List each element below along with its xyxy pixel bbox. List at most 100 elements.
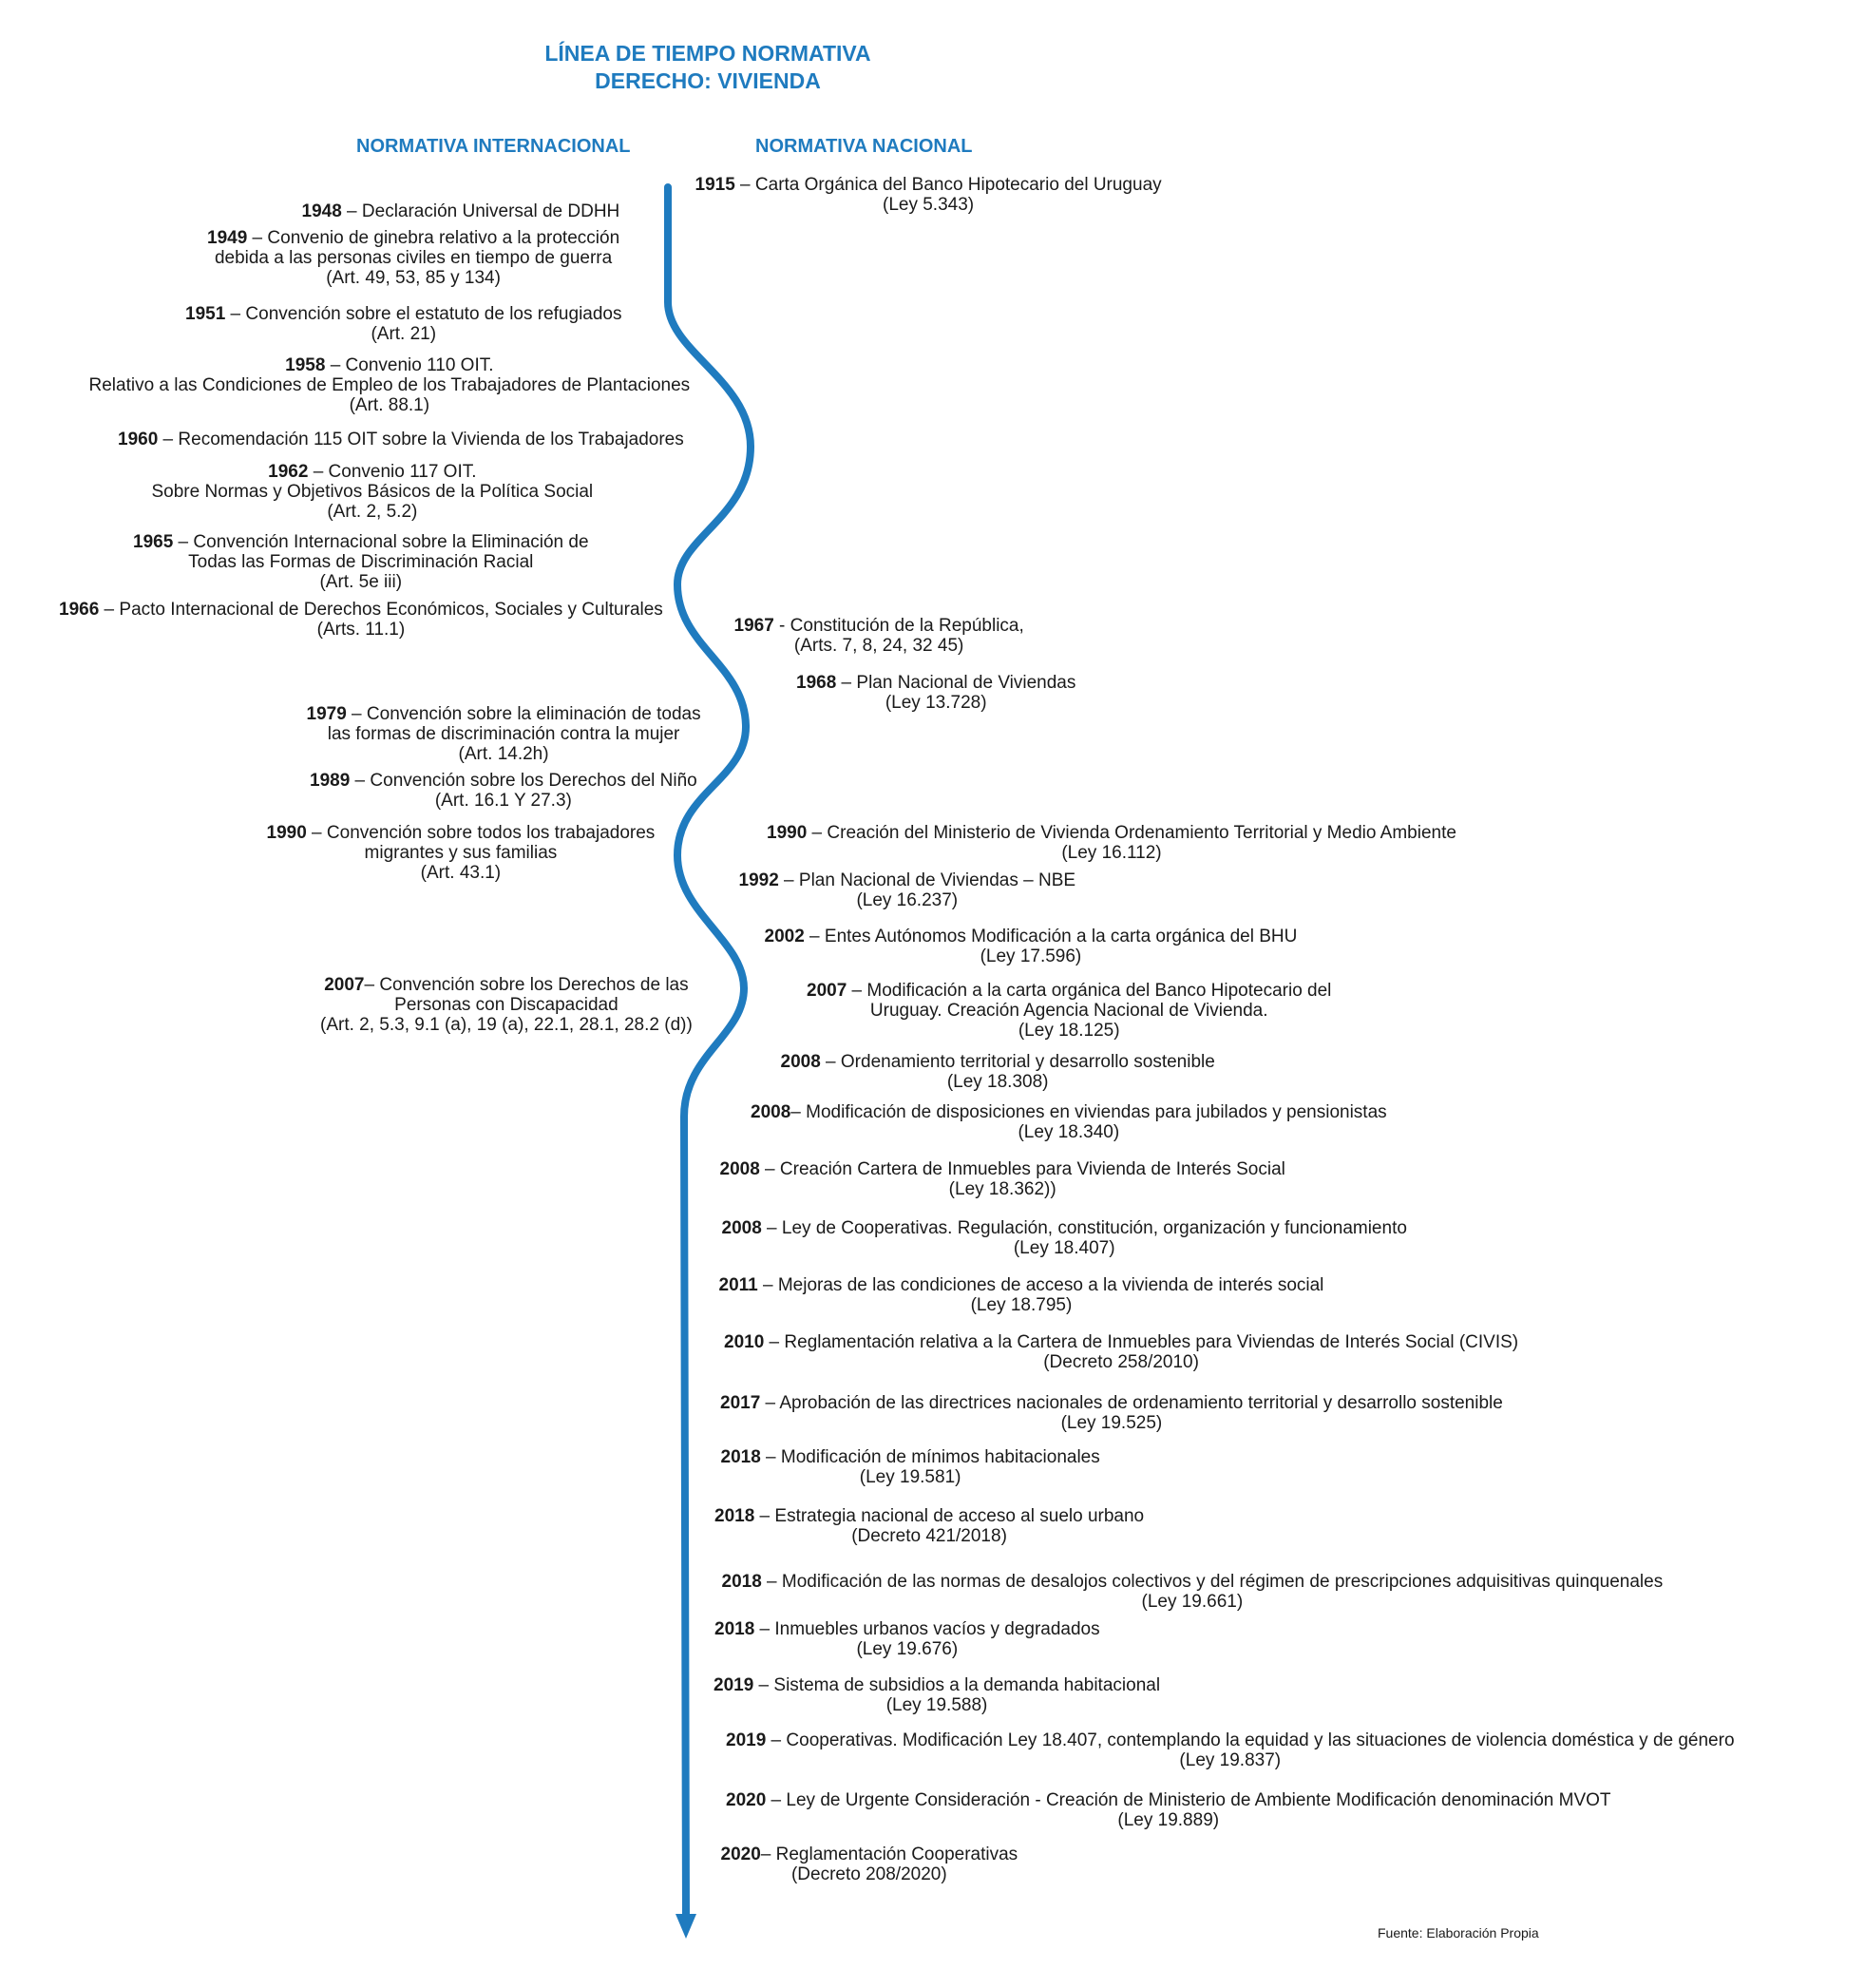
entry-heading: 1992 – Plan Nacional de Viviendas – NBE <box>739 870 1076 890</box>
entry-text: – Plan Nacional de Viviendas <box>836 673 1076 693</box>
entry-detail-line: (Art. 43.1) <box>420 863 502 883</box>
entry-year: 1990 <box>767 823 808 843</box>
entry-heading: 1990 – Convención sobre todos los trabaj… <box>267 823 656 843</box>
entry-text: – Declaración Universal de DDHH <box>341 201 620 221</box>
entry-heading: 1965 – Convención Internacional sobre la… <box>133 532 589 552</box>
entry-year: 2008 <box>751 1102 791 1122</box>
entry-heading: 2008 – Creación Cartera de Inmuebles par… <box>720 1159 1285 1179</box>
entry-text: – Plan Nacional de Viviendas – NBE <box>778 870 1076 890</box>
entry-year: 2008 <box>780 1052 821 1072</box>
entry-detail-line: (Ley 19.588) <box>885 1695 988 1715</box>
entry-year: 2020 <box>726 1790 767 1810</box>
entry-detail-line: Relativo a las Condiciones de Empleo de … <box>88 375 691 395</box>
column-heading-international: NORMATIVA INTERNACIONAL <box>356 136 631 157</box>
entry-heading: 2019 – Sistema de subsidios a la demanda… <box>714 1675 1160 1695</box>
entry-detail-line: (Ley 18.795) <box>970 1295 1073 1315</box>
international-entry-1949: 1949 – Convenio de ginebra relativo a la… <box>207 228 619 288</box>
entry-heading: 1989 – Convención sobre los Derechos del… <box>310 771 697 791</box>
entry-detail-line: (Ley 18.308) <box>946 1072 1049 1092</box>
entry-detail-line: (Art. 14.2h) <box>458 744 549 764</box>
entry-heading: 1949 – Convenio de ginebra relativo a la… <box>207 228 619 248</box>
entry-text: – Recomendación 115 OIT sobre la Viviend… <box>158 430 684 449</box>
entry-detail-line: (Ley 16.112) <box>1061 843 1162 863</box>
entry-detail-line: (Ley 5.343) <box>883 195 975 215</box>
entry-year: 1965 <box>133 532 174 552</box>
entry-year: 1966 <box>59 600 100 620</box>
entry-heading: 2018 – Modificación de mínimos habitacio… <box>721 1447 1100 1467</box>
title-line-2: DERECHO: VIVIENDA <box>595 68 821 93</box>
entry-detail-line: (Decreto 421/2018) <box>851 1526 1007 1546</box>
entry-text: – Convenio 117 OIT. <box>308 462 477 482</box>
entry-detail-line: (Ley 18.362)) <box>948 1179 1056 1199</box>
entry-detail-line: (Art. 88.1) <box>349 395 430 415</box>
entry-text: – Modificación de mínimos habitacionales <box>760 1447 1100 1467</box>
entry-heading: 2020 – Ley de Urgente Consideración - Cr… <box>726 1790 1611 1810</box>
entry-heading: 2018 – Modificación de las normas de des… <box>722 1572 1664 1592</box>
entry-heading: 2008 – Ordenamiento territorial y desarr… <box>781 1052 1215 1072</box>
column-heading-national: NORMATIVA NACIONAL <box>755 136 973 157</box>
entry-year: 1968 <box>796 673 837 693</box>
entry-year: 2019 <box>726 1730 767 1750</box>
entry-text: – Reglamentación relativa a la Cartera d… <box>764 1332 1519 1352</box>
entry-detail-line: debida a las personas civiles en tiempo … <box>214 248 613 268</box>
entry-text: – Estrategia nacional de acceso al suelo… <box>754 1506 1145 1526</box>
entry-text: – Creación Cartera de Inmuebles para Viv… <box>759 1159 1285 1179</box>
national-entry-2010: 2010 – Reglamentación relativa a la Cart… <box>724 1332 1518 1372</box>
entry-year: 2018 <box>720 1447 761 1467</box>
entry-text: – Convenio 110 OIT. <box>325 355 494 375</box>
entry-detail-line: (Ley 19.676) <box>856 1639 959 1659</box>
entry-detail-line: Personas con Discapacidad <box>394 995 618 1015</box>
entry-heading: 2017 – Aprobación de las directrices nac… <box>720 1393 1503 1413</box>
entry-text: – Aprobación de las directrices nacional… <box>760 1393 1503 1413</box>
entry-year: 2007 <box>324 975 365 995</box>
entry-detail-line: (Arts. 11.1) <box>316 620 406 640</box>
entry-year: 1990 <box>266 823 307 843</box>
entry-text: – Sistema de subsidios a la demanda habi… <box>753 1675 1161 1695</box>
title-line-1: LÍNEA DE TIEMPO NORMATIVA <box>544 41 871 66</box>
entry-detail-line: (Art. 21) <box>371 324 437 344</box>
national-entry-2018: 2018 – Modificación de mínimos habitacio… <box>721 1447 1100 1487</box>
entry-detail-line: (Ley 19.525) <box>1060 1413 1163 1433</box>
national-entry-1967: 1967 - Constitución de la República,(Art… <box>734 616 1024 656</box>
entry-year: 1962 <box>268 462 309 482</box>
entry-detail-line: (Ley 18.340) <box>1018 1122 1120 1142</box>
national-entry-2019: 2019 – Sistema de subsidios a la demanda… <box>714 1675 1160 1715</box>
national-entry-1990: 1990 – Creación del Ministerio de Vivien… <box>767 823 1456 863</box>
entry-text: – Convención sobre la eliminación de tod… <box>346 704 701 724</box>
entry-text: – Convenio de ginebra relativo a la prot… <box>247 228 620 248</box>
entry-heading: 2018 – Inmuebles urbanos vacíos y degrad… <box>714 1619 1100 1639</box>
international-entry-1979: 1979 – Convención sobre la eliminación d… <box>307 704 701 764</box>
entry-detail-line: (Ley 13.728) <box>885 693 987 713</box>
entry-text: – Entes Autónomos Modificación a la cart… <box>804 927 1298 946</box>
entry-detail-line: (Ley 19.837) <box>1179 1750 1282 1770</box>
entry-text: - Constitución de la República, <box>773 616 1024 636</box>
entry-year: 2017 <box>720 1393 761 1413</box>
national-entry-1915: 1915 – Carta Orgánica del Banco Hipoteca… <box>695 175 1162 215</box>
entry-year: 1979 <box>306 704 347 724</box>
entry-text: – Convención sobre los Derechos del Niño <box>350 771 697 791</box>
entry-heading: 1990 – Creación del Ministerio de Vivien… <box>767 823 1456 843</box>
entry-heading: 2007 – Modificación a la carta orgánica … <box>807 981 1331 1001</box>
entry-year: 2010 <box>724 1332 765 1352</box>
entry-year: 1948 <box>301 201 342 221</box>
entry-heading: 2008– Modificación de disposiciones en v… <box>751 1102 1387 1122</box>
entry-detail-line: (Arts. 7, 8, 24, 32 45) <box>793 636 964 656</box>
entry-detail-line: (Ley 17.596) <box>980 946 1082 966</box>
entry-year: 2008 <box>721 1218 762 1238</box>
entry-year: 1992 <box>738 870 779 890</box>
entry-detail-line: (Art. 16.1 Y 27.3) <box>434 791 572 811</box>
entry-text: – Ordenamiento territorial y desarrollo … <box>820 1052 1215 1072</box>
entry-detail-line: (Art. 2, 5.2) <box>327 502 418 522</box>
international-entry-1965: 1965 – Convención Internacional sobre la… <box>133 532 589 592</box>
entry-year: 1951 <box>185 304 226 324</box>
entry-year: 1960 <box>118 430 159 449</box>
entry-text: – Convención sobre el estatuto de los re… <box>225 304 622 324</box>
national-entry-2019: 2019 – Cooperativas. Modificación Ley 18… <box>726 1730 1735 1770</box>
entry-detail-line: Sobre Normas y Objetivos Básicos de la P… <box>151 482 594 502</box>
national-entry-2018: 2018 – Modificación de las normas de des… <box>722 1572 1664 1612</box>
international-entry-1951: 1951 – Convención sobre el estatuto de l… <box>185 304 622 344</box>
entry-detail-line: (Ley 16.237) <box>856 890 959 910</box>
national-entry-2008: 2008 – Ley de Cooperativas. Regulación, … <box>722 1218 1407 1258</box>
entry-heading: 2011 – Mejoras de las condiciones de acc… <box>719 1275 1324 1295</box>
